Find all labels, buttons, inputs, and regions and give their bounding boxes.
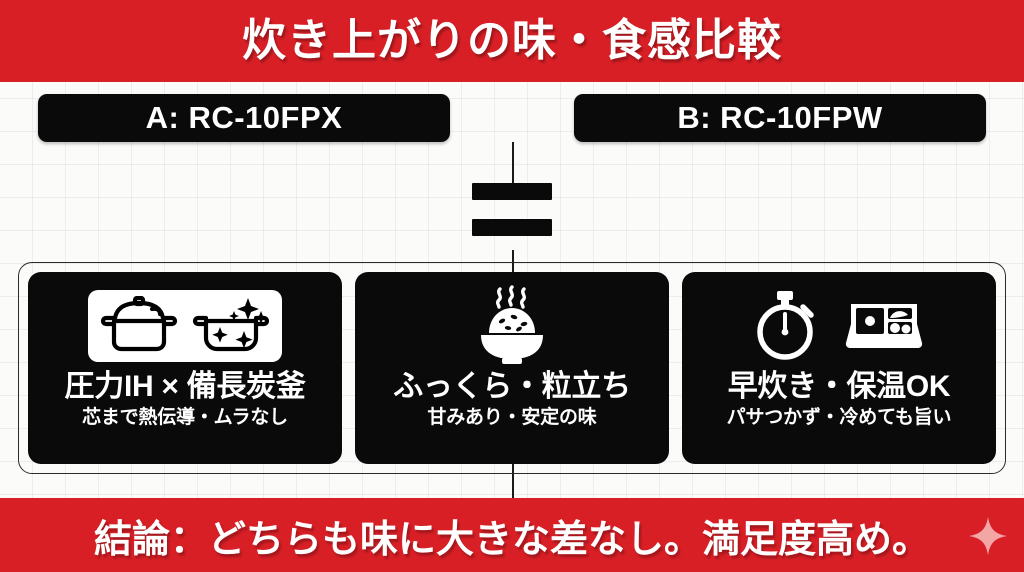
feature-card-pressure-ih: 圧力IH × 備長炭釜 芯まで熱伝導・ムラなし [28,272,342,464]
model-a-label: A: RC-10FPX [145,100,343,135]
card-1-icon-zone [88,283,282,369]
conclusion-banner: 結論：どちらも味に大きな差なし。満足度高め。 [0,498,1024,572]
feature-card-fluffy-grains: ふっくら・粒立ち 甘みあり・安定の味 [355,272,669,464]
page-title: 炊き上がりの味・食感比較 [242,16,782,65]
card-2-icon-zone [469,283,555,369]
feature-cards-row: 圧力IH × 備長炭釜 芯まで熱伝導・ムラなし [28,272,996,464]
title-banner: 炊き上がりの味・食感比較 [0,0,1024,82]
conclusion-text: 結論：どちらも味に大きな差なし。満足度高め。 [93,518,930,561]
pot-with-lid-icon [100,296,178,352]
card-2-title: ふっくら・粒立ち [393,370,631,403]
card-2-subtitle: 甘みあり・安定の味 [427,406,597,428]
model-b-label: B: RC-10FPW [677,100,883,135]
card-1-icon-panel [88,290,282,362]
equals-bar-upper [472,183,552,200]
bento-box-icon [845,304,923,349]
sparkle-diamond-icon [969,517,1007,555]
card-1-title: 圧力IH × 備長炭釜 [64,370,306,403]
steaming-rice-bowl-icon [481,285,543,364]
model-a-header: A: RC-10FPX [38,94,450,142]
card-3-title: 早炊き・保温OK [727,370,951,403]
feature-card-fast-cook-keepwarm: 早炊き・保温OK パサつかず・冷めても旨い [682,272,996,464]
equals-symbol-icon [472,183,552,236]
sparkling-pot-icon [192,298,270,352]
card-3-subtitle: パサつかず・冷めても旨い [726,406,952,428]
stopwatch-icon [757,291,814,360]
connector-line-top [512,142,514,186]
card-3-icon-zone [748,283,930,369]
model-b-header: B: RC-10FPW [574,94,986,142]
equals-bar-lower [472,219,552,236]
card-1-subtitle: 芯まで熱伝導・ムラなし [82,406,288,428]
cards-frame-border [18,262,1006,474]
